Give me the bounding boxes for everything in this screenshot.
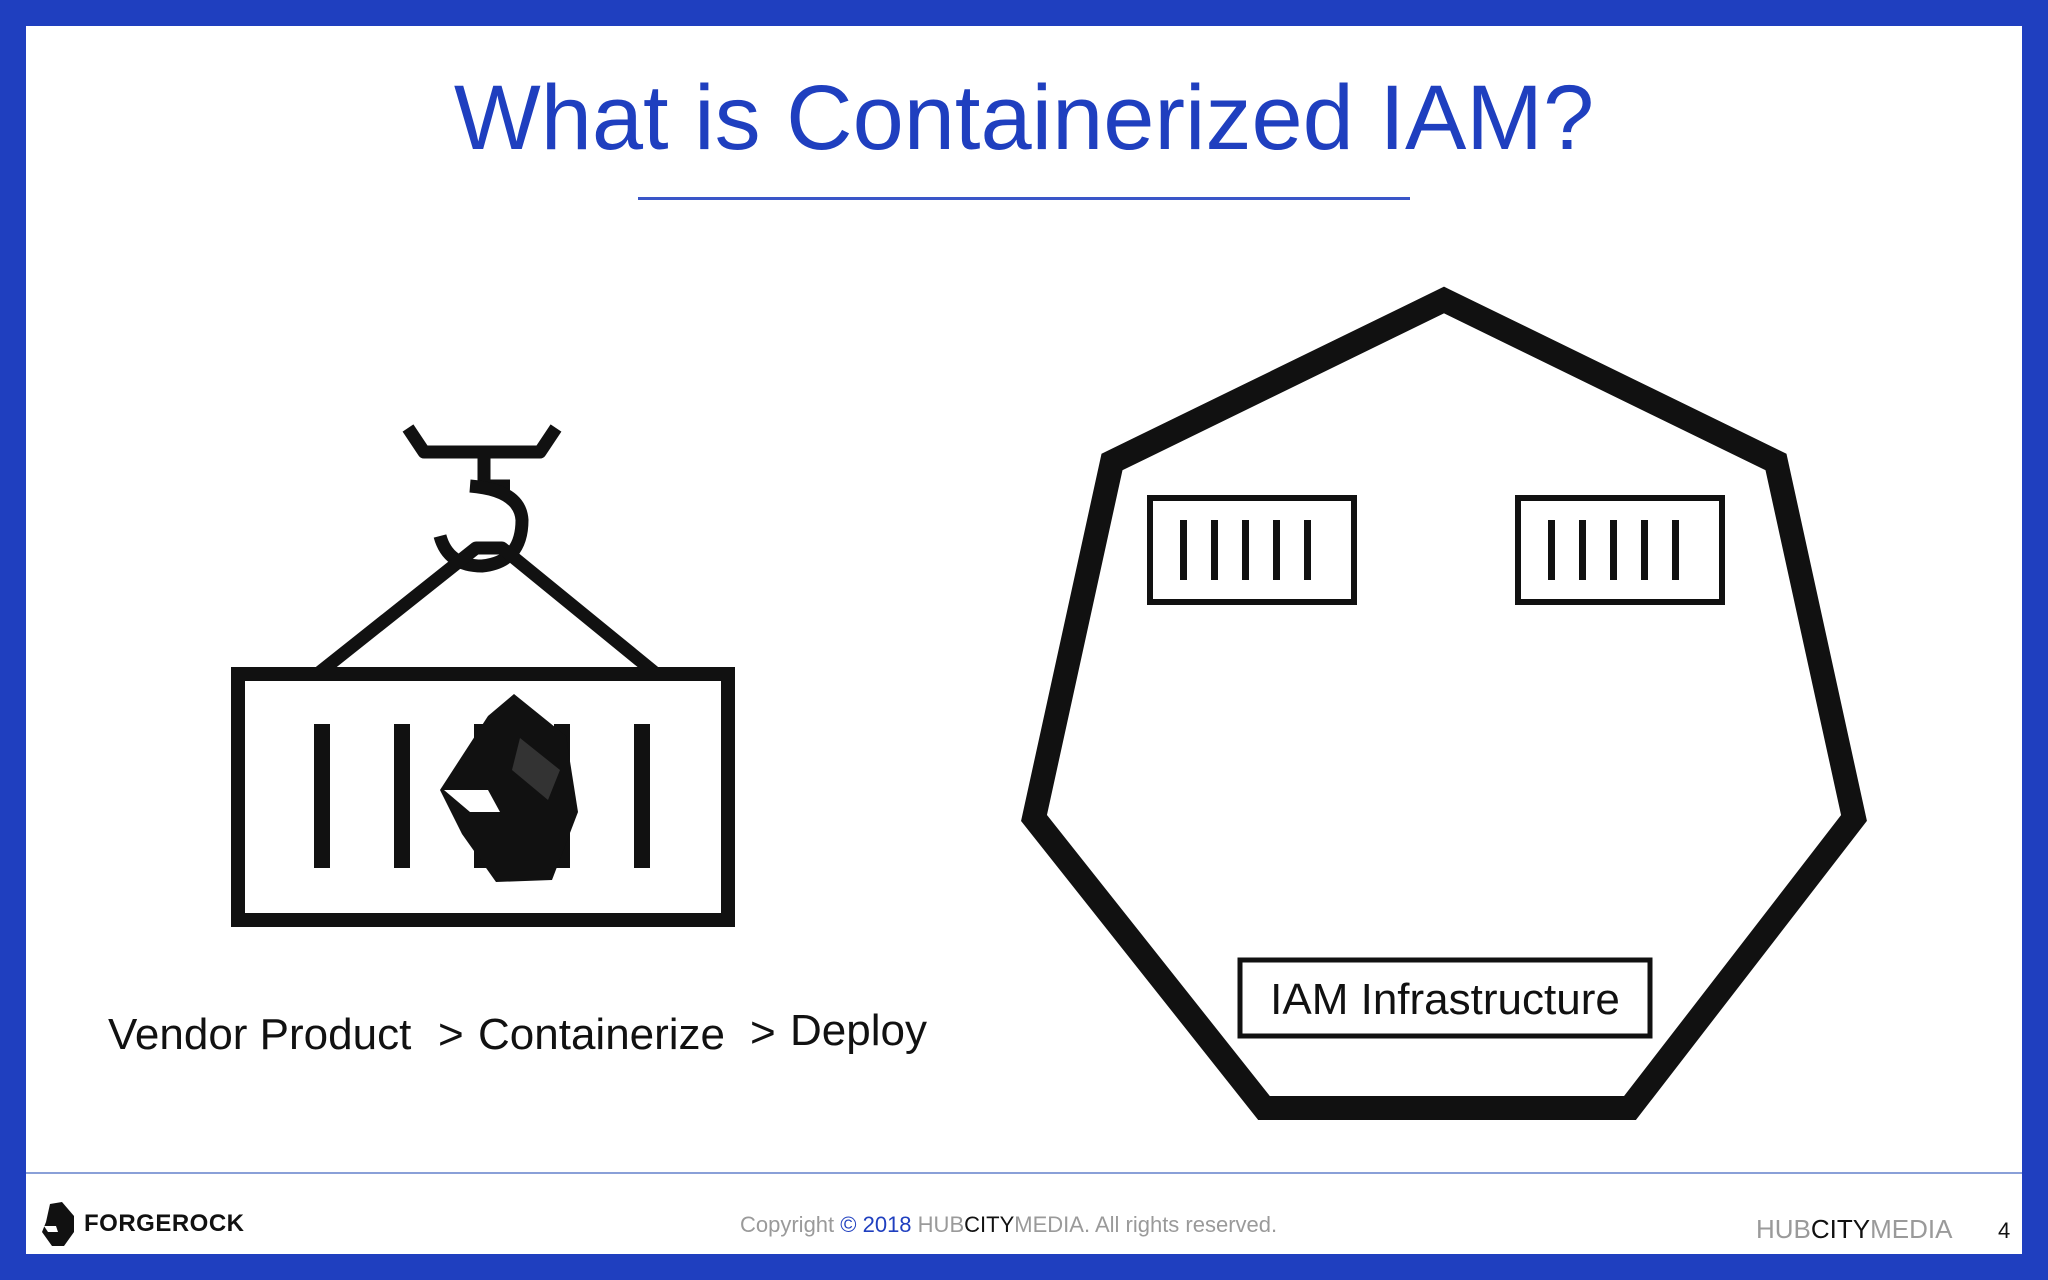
copyright-year: © 2018 [840, 1212, 912, 1237]
copyright-prefix: Copyright [740, 1212, 841, 1237]
hcm-city: CITY [1810, 1214, 1871, 1244]
forgerock-logo-icon [440, 694, 578, 882]
forgerock-mark-icon [42, 1202, 74, 1246]
caption-deploy: Deploy [790, 1006, 927, 1055]
small-container-icon [1515, 495, 1725, 605]
hcm-media: MEDIA [1870, 1214, 1953, 1244]
footer-divider [26, 1172, 2022, 1174]
brand-city: CITY [964, 1212, 1015, 1237]
brand-media: MEDIA [1014, 1212, 1084, 1237]
iam-infrastructure-box [1237, 957, 1653, 1039]
small-container-icon [1147, 495, 1357, 605]
forgerock-wordmark: FORGEROCK [84, 1210, 245, 1237]
brand-hub: HUB [917, 1212, 965, 1237]
page-number: 4 [1998, 1218, 2011, 1243]
caption-containerize: Containerize [478, 1010, 726, 1059]
heptagon-cluster-icon [1021, 286, 1867, 1120]
hcm-hub: HUB [1756, 1214, 1811, 1244]
iam-infrastructure-label: IAM Infrastructure [1270, 975, 1620, 1024]
caption-separator-1: > [438, 1010, 464, 1059]
title-underline [638, 197, 1410, 200]
slide-title: What is Containerized IAM? [453, 67, 1595, 169]
caption-vendor-product: Vendor Product [108, 1010, 412, 1059]
forgerock-footer-logo: FORGEROCK [42, 1200, 245, 1248]
hubcitymedia-logo: HUBCITYMEDIA [1756, 1214, 1952, 1245]
crane-hook-icon [315, 424, 659, 678]
caption-separator-2: > [750, 1008, 776, 1057]
copyright-suffix: . All rights reserved. [1083, 1212, 1278, 1237]
footer-copyright: Copyright © 2018 HUBCITYMEDIA. All right… [740, 1212, 1277, 1238]
